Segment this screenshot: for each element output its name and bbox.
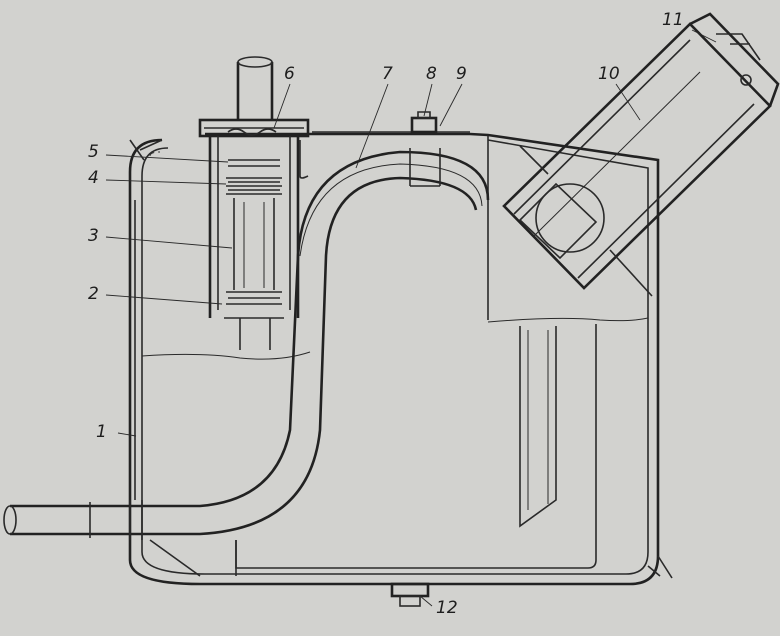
tank-bottom-bracket bbox=[647, 555, 673, 579]
callout-3-label: 3 bbox=[88, 226, 99, 246]
callout-12-label: 12 bbox=[436, 598, 458, 618]
callout-6-label: 6 bbox=[284, 64, 295, 84]
callout-11-label: 11 bbox=[662, 10, 684, 30]
baffle-partition bbox=[299, 136, 489, 320]
fluid-level-upper-left bbox=[141, 351, 311, 360]
filler-cap bbox=[410, 111, 438, 134]
callout-10-label: 10 bbox=[598, 64, 620, 84]
callout-4-label: 4 bbox=[88, 168, 99, 188]
drain-plug bbox=[390, 582, 430, 607]
fluid-level-upper-right bbox=[487, 317, 649, 323]
callout-1-label: 1 bbox=[96, 422, 107, 442]
suction-pipe bbox=[519, 326, 557, 528]
callout-leaders bbox=[105, 29, 717, 607]
callout-8-label: 8 bbox=[426, 64, 437, 84]
bottom-internal-line bbox=[149, 539, 237, 577]
filter-assembly bbox=[198, 56, 310, 350]
callout-7-label: 7 bbox=[382, 64, 393, 84]
callout-5-label: 5 bbox=[88, 142, 99, 162]
baffle-right-vertical bbox=[235, 324, 597, 569]
pump-cylinder bbox=[502, 12, 780, 297]
callout-9-label: 9 bbox=[456, 64, 467, 84]
callout-2-label: 2 bbox=[88, 284, 99, 304]
return-pipe bbox=[3, 148, 490, 540]
